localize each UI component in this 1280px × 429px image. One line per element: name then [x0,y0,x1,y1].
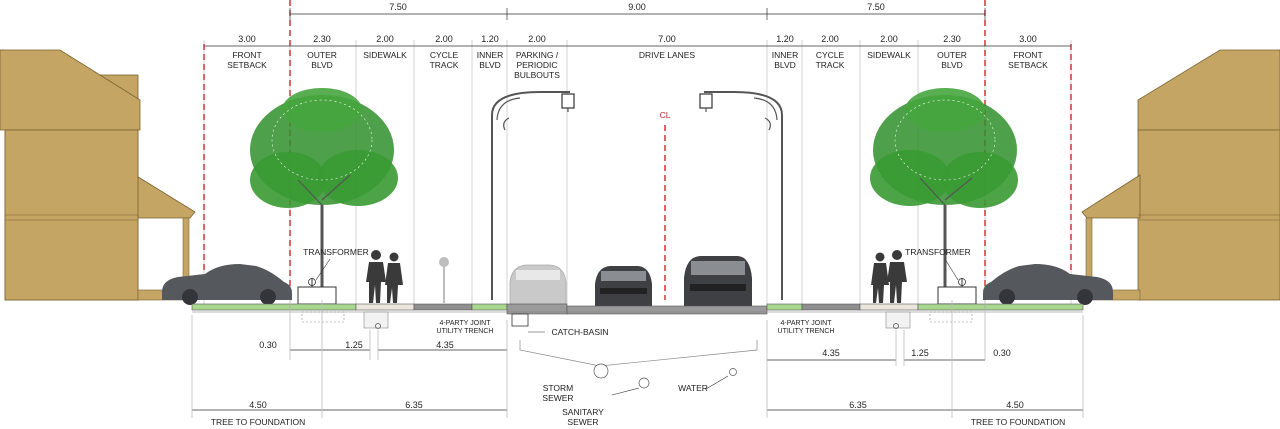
dim-125-right: 1.25 [911,348,929,358]
zone-width-4: 1.20 [481,34,499,44]
dim-450-left: 4.50 [249,400,267,410]
house-right [1081,49,1280,301]
zone-label-sidewalk-right: SIDEWALK [867,50,911,60]
zone-label-sidewalk-left: SIDEWALK [363,50,407,60]
zone-width-0: 3.00 [238,34,256,44]
car-left-parked [162,264,292,305]
tree-right [870,88,1018,300]
top-dimension-row: 7.50 9.00 7.50 [289,2,986,20]
house-left [0,49,196,301]
pedestrians-right [871,250,907,303]
tree-to-foundation-right: TREE TO FOUNDATION [971,417,1065,427]
catch-basin-label: CATCH-BASIN [552,327,609,337]
dim-road: 9.00 [628,2,646,12]
zone-width-3: 2.00 [435,34,453,44]
water-label: WATER [678,383,708,393]
centerline-label: CL [660,110,671,120]
zone-width-6: 7.00 [658,34,676,44]
car-right-parked [983,264,1113,305]
zone-width-9: 2.00 [880,34,898,44]
sewer-lines [519,340,758,389]
dim-left-row: 7.50 [389,2,407,12]
car-drive-lane-2 [684,256,752,306]
dim-435-right: 4.35 [822,348,840,358]
transformer-left [297,258,337,305]
street-light-left [491,91,575,300]
tree-left [250,88,398,300]
zone-width-5: 2.00 [528,34,546,44]
dim-435-left: 4.35 [436,340,454,350]
bottom-dims-left: 0.30 1.25 4.35 4.50 6.35 TREE TO FOUNDAT… [191,300,508,427]
car-parking-lane [509,264,567,305]
zone-width-7: 1.20 [776,34,794,44]
zone-width-8: 2.00 [821,34,839,44]
utility-trench-right [885,311,973,329]
ground-surface [191,303,1084,315]
zone-width-1: 2.30 [313,34,331,44]
zone-width-2: 2.00 [376,34,394,44]
zone-width-10: 2.30 [943,34,961,44]
transformer-label-left: TRANSFORMER [303,247,369,257]
dim-030-right: 0.30 [993,348,1011,358]
zone-widths: 3.00 2.30 2.00 2.00 1.20 2.00 7.00 1.20 … [238,34,1037,44]
dim-635-right: 6.35 [849,400,867,410]
dim-125-left: 1.25 [345,340,363,350]
catch-basin [511,313,545,333]
zone-width-11: 3.00 [1019,34,1037,44]
car-drive-lane-1 [595,266,652,306]
dim-030-left: 0.30 [259,340,277,350]
dim-450-right: 4.50 [1006,400,1024,410]
tree-to-foundation-left: TREE TO FOUNDATION [211,417,305,427]
bottom-dims-right: 4.35 1.25 0.30 6.35 4.50 TREE TO FOUNDAT… [766,300,1084,427]
cyclist-left [439,257,449,303]
zone-label-drive-lanes: DRIVE LANES [639,50,696,60]
street-light-right [699,91,783,300]
utility-trench-left [301,311,389,329]
transformer-label-right: TRANSFORMER [905,247,971,257]
pedestrians-left [366,250,403,303]
dim-right-row: 7.50 [867,2,885,12]
dim-635-left: 6.35 [405,400,423,410]
